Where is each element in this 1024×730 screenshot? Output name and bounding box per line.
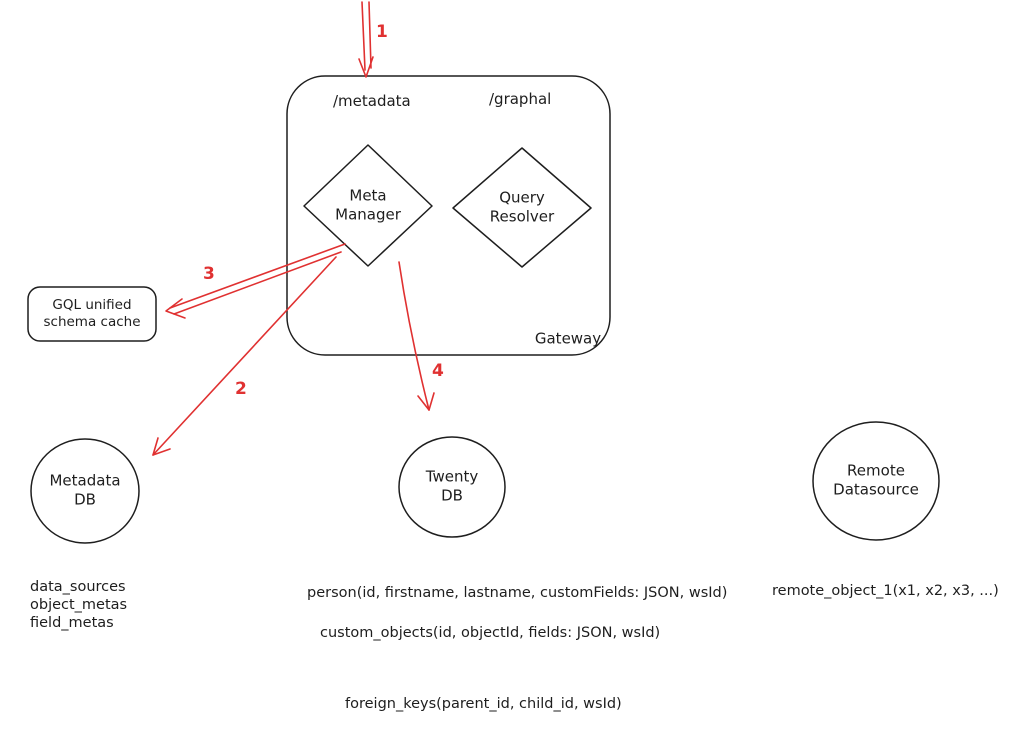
arrow-step2	[152, 256, 337, 456]
metadata-db-circle	[30, 438, 140, 544]
query-resolver-label: Query Resolver	[490, 188, 554, 226]
metadata-db-line2: DB	[74, 490, 96, 508]
foreign-keys-annotation: foreign_keys(parent_id, child_id, wsId)	[345, 696, 622, 712]
remote-datasource-line2: Datasource	[833, 480, 919, 498]
arrow-step1	[358, 1, 374, 78]
schema-cache-label: GQL unified schema cache	[43, 297, 140, 331]
metadata-db-line1: Metadata	[49, 471, 121, 490]
metadata-table-field-metas: field_metas	[30, 615, 114, 632]
metadata-tables-list: data_sources object_metas field_metas	[30, 578, 127, 632]
twenty-db-line1: Twenty	[425, 467, 479, 486]
custom-objects-annotation: custom_objects(id, objectId, fields: JSO…	[320, 625, 661, 641]
arrow-step1-label: 1	[376, 22, 388, 42]
remote-datasource-circle	[812, 421, 940, 541]
metadata-table-object-metas: object_metas	[30, 597, 128, 614]
schema-cache-line2: schema cache	[43, 314, 141, 330]
query-resolver-diamond	[452, 147, 592, 268]
meta-manager-line2: Manager	[335, 205, 401, 223]
gateway-box	[286, 75, 611, 356]
remote-object-annotation: remote_object_1(x1, x2, x3, ...)	[772, 583, 999, 599]
twenty-db-label: Twenty DB	[426, 467, 478, 505]
arrow-step3	[165, 243, 346, 319]
twenty-db-line2: DB	[441, 486, 463, 504]
query-resolver-line2: Resolver	[489, 207, 555, 225]
arrow-step4	[398, 261, 435, 411]
meta-manager-diamond	[303, 144, 433, 267]
schema-cache-line1: GQL unified	[52, 297, 132, 314]
arrow-step4-label: 4	[432, 361, 444, 381]
meta-manager-label: Meta Manager	[335, 186, 401, 224]
person-table-annotation: person(id, firstname, lastname, customFi…	[307, 585, 728, 601]
endpoint-graphql-label: /graphal	[489, 90, 552, 108]
remote-datasource-label: Remote Datasource	[833, 461, 919, 499]
gateway-label: Gateway	[534, 329, 602, 348]
arrow-step3-label: 3	[203, 264, 215, 284]
meta-manager-line1: Meta	[349, 186, 387, 205]
twenty-db-circle	[398, 436, 506, 538]
remote-datasource-line1: Remote	[847, 461, 905, 480]
arrow-step2-label: 2	[235, 379, 247, 399]
metadata-db-label: Metadata DB	[49, 471, 120, 509]
metadata-table-data-sources: data_sources	[30, 579, 126, 595]
query-resolver-line1: Query	[499, 188, 545, 207]
endpoint-metadata-label: /metadata	[333, 92, 411, 110]
schema-cache-box	[27, 286, 157, 342]
